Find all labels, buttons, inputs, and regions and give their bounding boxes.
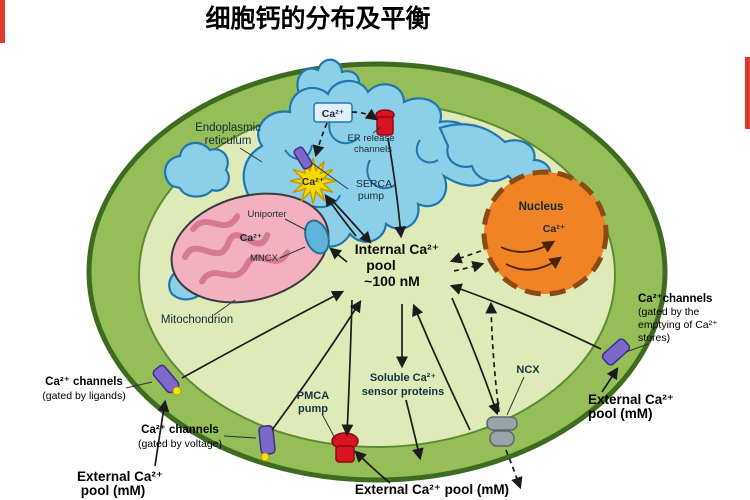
label-er-line2: reticulum — [205, 135, 252, 147]
ncx-exchanger-shape — [486, 416, 518, 447]
voltage-gated-channel — [258, 424, 276, 456]
nucleus-arrow — [500, 240, 556, 253]
label-pool-line1: Internal Ca²⁺ — [355, 241, 439, 257]
label-er-line1: Endoplasmic — [195, 122, 261, 134]
arrow-ligand-influx — [181, 290, 345, 379]
nucleus-arrow — [505, 256, 563, 271]
arrow-mito-uptake — [329, 247, 348, 263]
label-ligand-channels-line1: Ca²⁺ channels — [45, 376, 123, 388]
er-left-blob — [163, 141, 230, 198]
label-voltage-channels-line1: Ca²⁺ channels — [141, 424, 219, 436]
pointer-ligand-label — [125, 381, 153, 389]
pointer-lines — [125, 126, 649, 441]
serca-pump-shape — [293, 146, 313, 170]
label-er-release-line2: channels — [354, 144, 392, 155]
mitochondrion-cristae — [190, 213, 241, 233]
label-mito-ca: Ca²⁺ — [240, 232, 262, 244]
page-title: 细胞钙的分布及平衡 — [205, 4, 430, 33]
label-soluble-line2: sensor proteins — [362, 386, 445, 398]
label-er-release-line1: ER release — [348, 133, 395, 144]
label-store-channels-line4: stores) — [638, 332, 670, 344]
pointer-ncx-label — [506, 376, 525, 416]
label-store-channels-line2: (gated by the — [638, 306, 699, 318]
pointer-pmca-label — [321, 413, 337, 441]
pointer-release-label — [372, 126, 382, 134]
pointer-uniporter-label — [284, 218, 307, 231]
nucleus — [481, 169, 609, 297]
label-ext-right-line1: External Ca²⁺ — [588, 392, 674, 407]
store-operated-channel — [601, 338, 631, 366]
label-uniporter: Uniporter — [247, 209, 286, 220]
left-edge-artifact — [0, 0, 5, 43]
label-ext-right-line2: pool (mM) — [588, 406, 652, 421]
label-voltage-channels-line2: (gated by voltage) — [138, 438, 222, 450]
calcium-starburst — [289, 157, 337, 205]
pmca-pump-shape — [331, 432, 359, 463]
uniporter-shape — [304, 219, 330, 255]
flux-arrows — [154, 108, 619, 490]
er-fold — [328, 119, 359, 145]
er-fold — [366, 159, 396, 190]
label-star-ca: Ca²⁺ — [302, 176, 324, 188]
label-mitochondrion: Mitochondrion — [161, 314, 233, 326]
label-ca-top: Ca²⁺ — [322, 108, 344, 120]
label-serca-line2: pump — [358, 190, 384, 202]
right-edge-artifact — [745, 57, 750, 129]
arrow-ncx-down — [505, 449, 523, 490]
pointer-voltage-label — [223, 435, 257, 439]
label-store-channels-line3: emptying of Ca²⁺ — [638, 319, 718, 331]
arrow-to-ncx — [451, 297, 500, 416]
arrow-extleft-up — [154, 399, 170, 467]
label-ext-left-line2: pool (mM) — [81, 483, 145, 498]
arrow-serca-uptake — [324, 194, 357, 237]
er-fold — [415, 139, 439, 164]
pointer-mncx-label — [279, 246, 306, 259]
mitochondrion-cristae — [182, 232, 271, 261]
arrow-release-channel-out — [387, 137, 407, 239]
label-serca-line1: SERCA — [356, 178, 392, 190]
label-store-channels-line1: Ca²⁺channels — [638, 293, 712, 305]
pointer-serca-label — [311, 162, 349, 190]
er-release-channel-shape — [375, 109, 395, 136]
label-ext-bottom: External Ca²⁺ pool (mM) — [355, 482, 509, 497]
label-nucleus-ca: Ca²⁺ — [543, 223, 565, 235]
arrow-to-pmca — [341, 299, 354, 437]
arrow-voltage-influx — [271, 299, 362, 431]
voltage-channel-ion — [260, 452, 270, 462]
label-pmca-line1: PMCA — [297, 390, 329, 402]
mitochondrion-cristae — [199, 249, 291, 285]
label-ligand-channels-line2: (gated by ligands) — [42, 390, 125, 402]
nucleus-body — [481, 169, 609, 297]
label-mncx: MNCX — [250, 253, 279, 264]
arrow-box-to-star — [312, 122, 328, 158]
arrow-ncx-up — [485, 301, 500, 413]
label-pmca-line2: pump — [298, 403, 328, 415]
arrow-nucleus-to-pool — [449, 250, 482, 264]
arrow-pool-to-nucleus — [453, 260, 485, 273]
ligand-molecule — [172, 386, 182, 396]
arrow-box-to-release — [351, 108, 378, 121]
label-soluble-line1: Soluble Ca²⁺ — [370, 372, 437, 384]
label-ncx: NCX — [516, 364, 540, 376]
pointer-er-label — [239, 147, 263, 163]
pointer-stores-label — [625, 343, 649, 353]
label-ext-left-line1: External Ca²⁺ — [77, 469, 163, 484]
arrow-bottom-influx — [412, 303, 471, 431]
arrow-store-influx — [449, 283, 602, 350]
arrow-extright-to-channel — [601, 367, 619, 393]
label-pool-line3: ~100 nM — [364, 273, 420, 289]
pointer-mito-label — [213, 299, 236, 316]
label-pool-line2: pool — [366, 257, 396, 273]
arrow-extbottom-to-pump — [354, 450, 391, 484]
label-nucleus: Nucleus — [519, 201, 564, 213]
arrow-soluble-down — [405, 399, 424, 461]
